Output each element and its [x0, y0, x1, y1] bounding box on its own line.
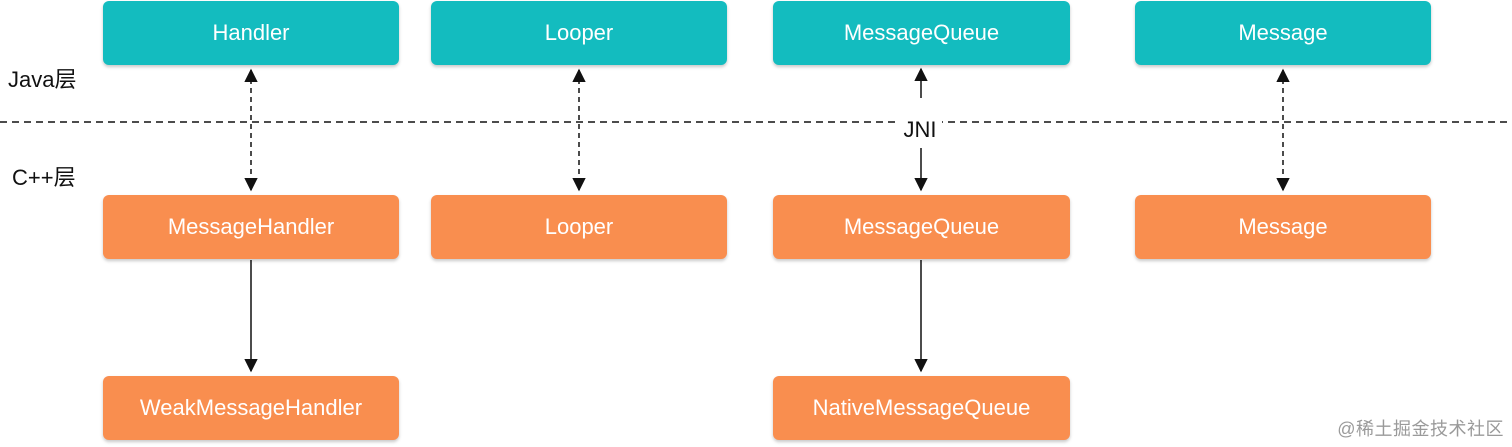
- java-messagequeue-node: MessageQueue: [773, 1, 1070, 65]
- watermark: @稀土掘金技术社区: [1337, 419, 1504, 439]
- java-message-node: Message: [1135, 1, 1431, 65]
- java-layer-label: Java层: [8, 67, 77, 92]
- cpp-messagequeue-node: MessageQueue: [773, 195, 1070, 259]
- cpp-nativemessagequeue-node: NativeMessageQueue: [773, 376, 1070, 440]
- cpp-layer-label: C++层: [12, 165, 76, 190]
- cpp-messagehandler-node: MessageHandler: [103, 195, 399, 259]
- jni-label: JNI: [898, 116, 942, 144]
- java-handler-node: Handler: [103, 1, 399, 65]
- cpp-weakmessagehandler-node: WeakMessageHandler: [103, 376, 399, 440]
- java-looper-node: Looper: [431, 1, 727, 65]
- cpp-message-node: Message: [1135, 195, 1431, 259]
- cpp-looper-node: Looper: [431, 195, 727, 259]
